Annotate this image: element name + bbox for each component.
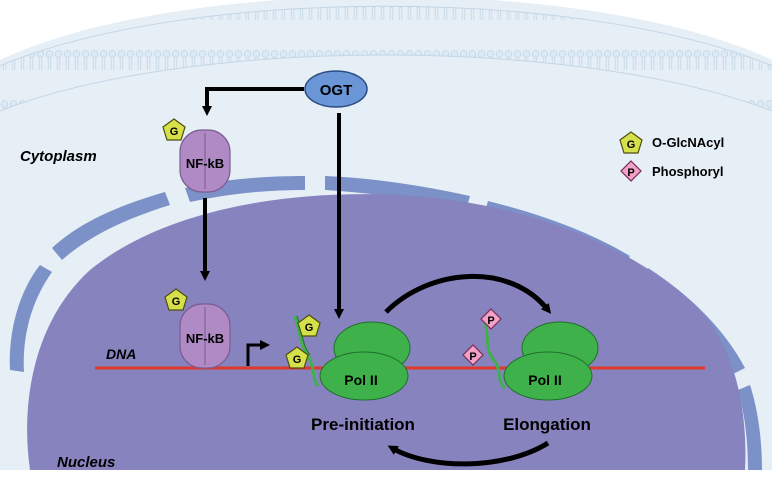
pol2-preinitiation-label: Pol II: [344, 372, 377, 388]
cycle-arrow-to-preinitiation: [387, 440, 550, 467]
svg-text:P: P: [627, 167, 634, 179]
svg-text:P: P: [487, 315, 494, 327]
pol2-elongation-label: Pol II: [528, 372, 561, 388]
svg-text:G: G: [627, 139, 636, 151]
glcnac-mark-pol2-ctd-2: G: [285, 346, 309, 369]
ogt-label: OGT: [320, 82, 353, 99]
preinitiation-label: Pre-initiation: [311, 415, 415, 434]
nucleus-label: Nucleus: [57, 454, 115, 471]
ogt-to-nfkb-arrow: [202, 87, 304, 116]
dna-label: DNA: [106, 346, 136, 362]
legend-glcnac-icon: G: [619, 131, 643, 154]
glcnac-mark-pol2-ctd-1: G: [297, 314, 321, 337]
svg-text:G: G: [170, 126, 179, 138]
svg-text:G: G: [172, 296, 181, 308]
pol2-elongation: [482, 317, 599, 401]
legend-glcnac-label: O-GlcNAcyl: [652, 135, 724, 150]
svg-text:G: G: [305, 322, 314, 334]
phospho-mark-pol2-ctd-2: P: [462, 344, 484, 366]
ogt-enzyme: [304, 70, 368, 108]
svg-text:P: P: [469, 351, 476, 363]
transcription-start-arrow: [246, 340, 270, 366]
cytoplasm-label: Cytoplasm: [20, 148, 97, 165]
legend-phospho-icon: P: [620, 160, 642, 182]
elongation-label: Elongation: [503, 415, 591, 434]
nfkb-nuclear: [179, 303, 231, 369]
glcnac-mark-nfkb-nuclear: G: [164, 288, 188, 311]
legend-phospho-label: Phosphoryl: [652, 164, 724, 179]
glcnac-mark-nfkb-cytoplasmic: G: [162, 118, 186, 141]
pol2-preinitiation: [293, 315, 411, 401]
phospho-mark-pol2-ctd-1: P: [480, 308, 502, 330]
nfkb-cytoplasmic-label: NF-kB: [186, 156, 224, 171]
nfkb-nuclear-label: NF-kB: [186, 331, 224, 346]
cycle-arrow-to-elongation: [384, 273, 552, 314]
extracellular-space: [0, 0, 772, 60]
svg-text:G: G: [293, 354, 302, 366]
legend: G O-GlcNAcyl P Phosphoryl: [619, 131, 724, 182]
plasma-membrane: [0, 5, 772, 112]
nfkb-cytoplasmic: [179, 129, 231, 193]
